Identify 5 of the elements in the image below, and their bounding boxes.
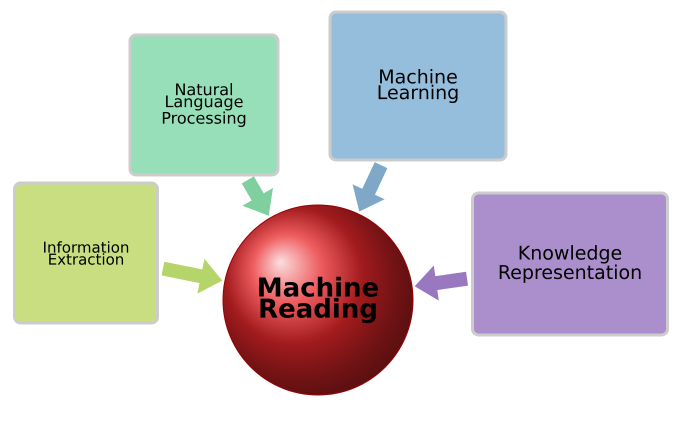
process-box: Natural Language Processing bbox=[128, 34, 280, 176]
process-box: Machine Learning bbox=[328, 10, 508, 162]
process-box: Information Extraction bbox=[13, 182, 159, 324]
process-box: Knowledge Representation bbox=[471, 192, 669, 336]
circle-node: Machine Reading bbox=[222, 204, 414, 396]
